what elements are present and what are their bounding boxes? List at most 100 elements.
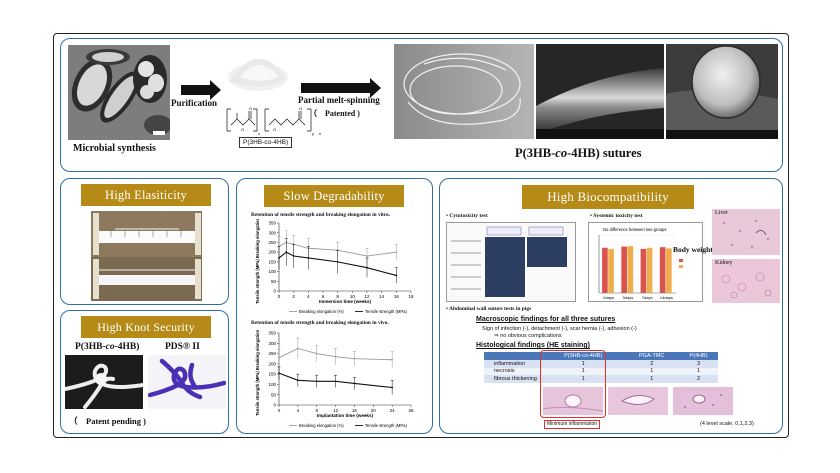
data-point (334, 355, 337, 358)
elasticity-photo (91, 211, 202, 301)
data-point (366, 255, 368, 257)
patent-pending-label: （ Patent pending ) (69, 416, 146, 426)
sutures-label-pre: P(3HB- (515, 146, 556, 160)
y-tick-label: 50 (271, 392, 277, 397)
he-image-p4hb (673, 387, 733, 415)
degradability-panel: Slow Degradability Retention of tensile … (236, 178, 433, 434)
svg-text:O: O (241, 127, 244, 132)
data-point (395, 251, 398, 254)
process-panel: Microbial synthesis Purification O O O O… (60, 38, 783, 172)
data-point (391, 386, 394, 389)
sutures-label-co: co (555, 146, 568, 160)
x-tick-label: 8 (315, 408, 318, 413)
x-tick-label: 18 (408, 294, 414, 299)
knot-left-label: P(3HB-co-4HB) (75, 342, 139, 352)
table-header-3: P(4HB) (689, 353, 708, 359)
x-tick-label: 8 (336, 294, 339, 299)
sutures-label-post: -4HB) sutures (567, 146, 642, 160)
x-tick-label: 10 (350, 294, 356, 299)
data-point (292, 255, 295, 257)
bar (627, 246, 634, 293)
macro-line1: Sign of infection (-), detachment (-), s… (482, 326, 637, 332)
row0-c3: 3 (697, 360, 701, 367)
highlight-box (540, 350, 606, 418)
microbial-synthesis-label: Microbial synthesis (73, 143, 156, 154)
kidney-histology (712, 259, 780, 303)
x-axis-label: Immersion time (weeks) (319, 299, 372, 304)
row1-c2: 1 (650, 368, 654, 375)
bar (602, 247, 608, 293)
knot-right-label: PDS® II (165, 342, 200, 352)
struct-x-subscript: x (258, 131, 260, 136)
elasticity-panel: High Elasiticity (60, 178, 229, 305)
row2-c1: 1 (581, 375, 585, 382)
suture-sem-side-photo (536, 44, 664, 139)
knot-purple-photo (148, 355, 226, 409)
x-tick-label: 12 (333, 408, 339, 413)
liver-label: Liver (715, 210, 728, 216)
chart1-title: Retention of tensile strength and breaki… (251, 212, 391, 218)
y-tick-label: 0 (273, 289, 276, 294)
min-inflammation-label: Minimum inflammation (544, 420, 601, 429)
x-tick-label: 20 (371, 408, 377, 413)
y-tick-label: 200 (268, 250, 276, 255)
bar (621, 246, 627, 293)
systemic-label: • Systemic toxicity test (590, 213, 643, 219)
row2-c3: 2 (697, 375, 701, 382)
x-tick-label: 0days (603, 295, 614, 300)
kidney-label: Kidney (715, 260, 733, 266)
figure-frame (53, 33, 789, 438)
bar (640, 248, 647, 293)
data-point (296, 347, 299, 350)
elasticity-title: High Elasiticity (81, 184, 211, 206)
knot-left-pre: P(3HB- (75, 342, 106, 352)
x-tick-label: 0 (278, 408, 281, 413)
data-point (334, 380, 337, 383)
y-tick-label: 300 (268, 230, 276, 235)
row1-label: necrosis (494, 368, 515, 375)
knot-title: High Knot Security (81, 316, 211, 338)
bar (665, 248, 672, 293)
x-tick-label: 6 (322, 294, 325, 299)
data-point (391, 358, 394, 361)
y-tick-label: 100 (268, 382, 276, 387)
x-tick-label: 16 (394, 294, 400, 299)
y-tick-label: 100 (268, 269, 276, 274)
data-point (395, 274, 398, 277)
row1-c3: 1 (697, 368, 701, 375)
data-point (278, 372, 280, 375)
he-image-p3hb (543, 387, 603, 415)
abdominal-text: Abdominal wall suture tests in pigs (449, 306, 532, 312)
abdominal-label: • Abdominal wall suture tests in pigs (446, 306, 531, 312)
bar (646, 247, 653, 293)
degradability-title: Slow Degradability (264, 185, 404, 207)
legend-swatch (679, 265, 683, 268)
svg-text:O: O (299, 106, 302, 111)
systemic-text: Systemic toxicity test (593, 213, 643, 219)
x-tick-label: 2 (292, 294, 295, 299)
bar (608, 248, 614, 293)
y-tick-label: 200 (268, 361, 276, 366)
y-tick-label: 300 (268, 341, 276, 346)
x-axis-label: Implantation time (weeks) (317, 413, 374, 418)
cyto-text: Cytotoxicity test (449, 213, 488, 219)
data-point (315, 352, 318, 355)
arrow-2 (301, 78, 381, 98)
legend-label: Breaking elongation (%) (299, 309, 344, 314)
y-tick-label: 150 (268, 372, 276, 377)
x-tick-label: 4 (297, 408, 300, 413)
x-tick-label: 14 (379, 294, 385, 299)
series-line (278, 347, 393, 361)
svg-text:O: O (249, 106, 252, 111)
data-point (296, 379, 299, 382)
biocompatibility-title: High Biocompatibility (522, 185, 694, 209)
biocompatibility-panel: High Biocompatibility • Cytotoxicity tes… (439, 178, 783, 434)
abdominal-bullet: • (446, 306, 449, 312)
scale-note: (4 level scale; 0,1,2,3) (700, 421, 754, 427)
y-axis-label: Tensile strength (MPa) Breaking elongati… (255, 329, 260, 416)
systemic-bullet: • (590, 213, 594, 219)
knot-left-post: -4HB) (114, 342, 140, 352)
row0-label: inflammation (494, 360, 526, 367)
